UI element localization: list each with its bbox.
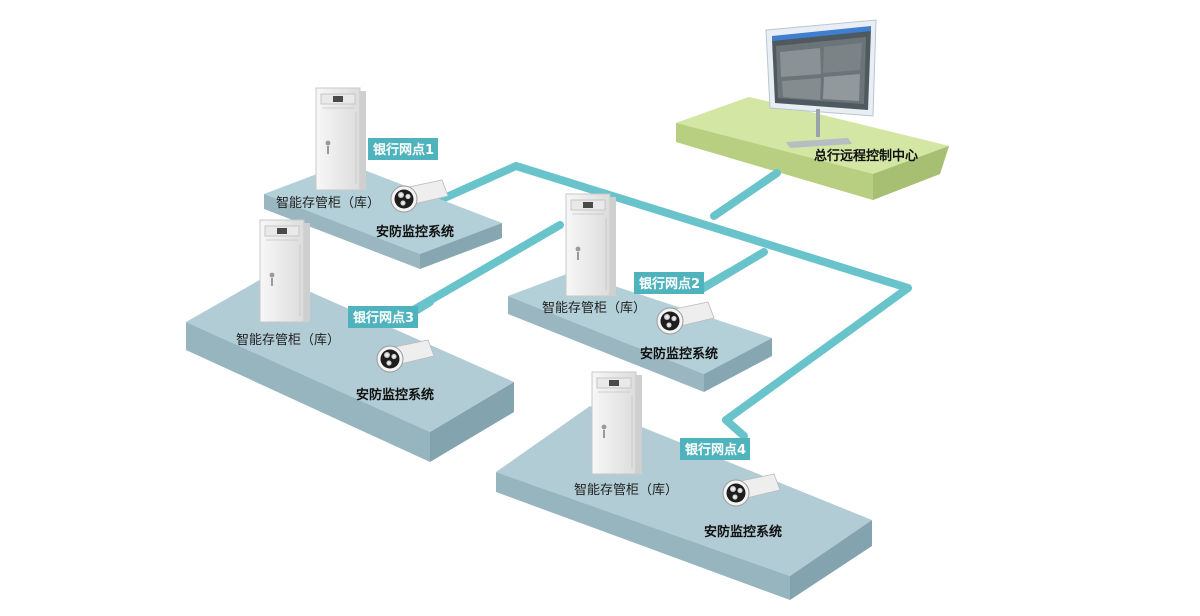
monitor-icon — [765, 19, 877, 148]
link-hq-trunk — [710, 169, 781, 220]
security-label: 安防监控系统 — [356, 387, 434, 403]
security-label: 安防监控系统 — [704, 524, 782, 540]
cabinet-icon — [259, 219, 311, 323]
branch-4: 银行网点4 智能存管柜（库） 安防监控系统 — [574, 371, 782, 540]
branch-tag-label: 银行网点1 — [373, 142, 434, 158]
link-branch1-branch4 — [436, 162, 912, 424]
link-branch4-end — [722, 416, 748, 440]
network-links — [406, 162, 912, 424]
platform-branch-4 — [496, 406, 872, 600]
cabinet-icon — [315, 87, 367, 191]
branch-tag: 银行网点1 — [368, 138, 438, 160]
cabinet-label: 智能存管柜（库） — [276, 195, 380, 211]
branch-tag-label: 银行网点2 — [639, 276, 700, 292]
branch-tag: 银行网点2 — [634, 272, 704, 294]
branch-tag: 银行网点4 — [680, 438, 750, 460]
security-label: 安防监控系统 — [640, 346, 718, 362]
branch-3: 银行网点3 智能存管柜（库） 安防监控系统 — [236, 219, 435, 403]
branch-1: 银行网点1 智能存管柜（库） 安防监控系统 — [276, 87, 454, 240]
platform-branch-2 — [508, 272, 772, 392]
link-branch2-end — [702, 268, 734, 290]
branch-2: 银行网点2 智能存管柜（库） 安防监控系统 — [542, 193, 718, 362]
security-label: 安防监控系统 — [376, 224, 454, 240]
cabinet-label: 智能存管柜（库） — [236, 332, 340, 348]
cabinet-icon — [591, 371, 643, 475]
cabinet-label: 智能存管柜（库） — [574, 482, 678, 498]
branch-tag: 银行网点3 — [348, 306, 418, 328]
hq-platform — [676, 97, 949, 200]
link-branch3 — [406, 221, 564, 316]
branch-tag-label: 银行网点3 — [353, 310, 414, 326]
platform-branch-3 — [186, 274, 514, 462]
cabinet-icon — [565, 193, 617, 297]
hq-label: 总行远程控制中心 — [814, 148, 918, 164]
branch-tag-label: 银行网点4 — [685, 442, 746, 458]
cabinet-label: 智能存管柜（库） — [542, 300, 646, 316]
